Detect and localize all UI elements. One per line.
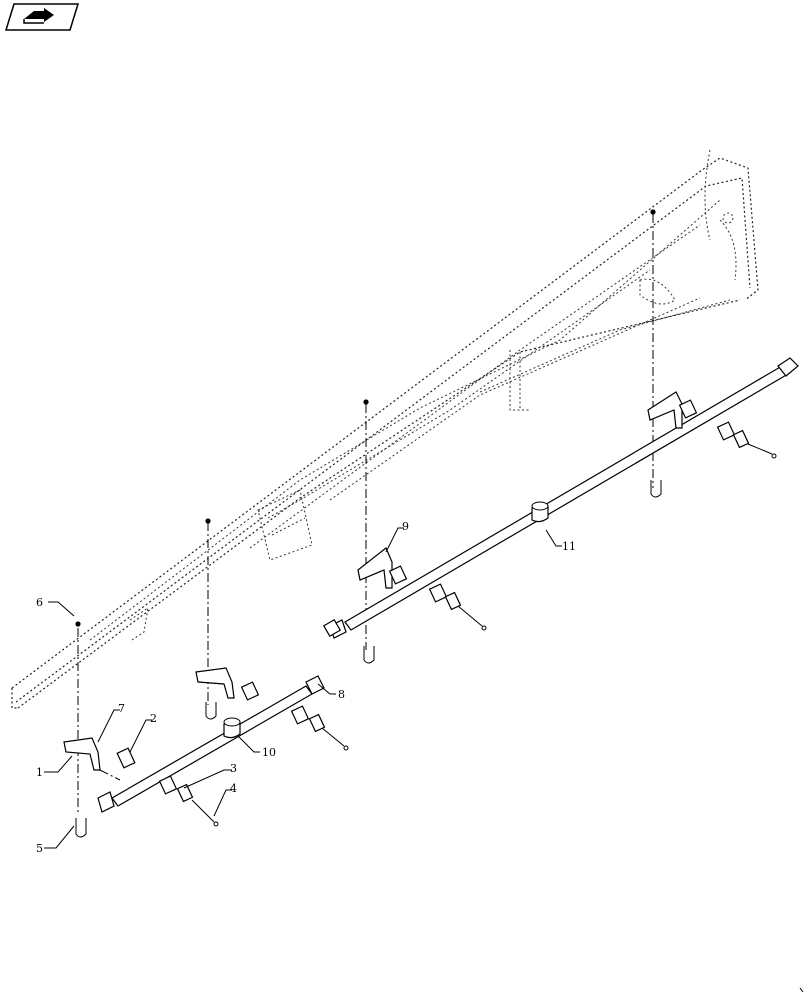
spray-pipe-upper — [322, 357, 799, 639]
callout-5: 5 — [36, 842, 43, 855]
callout-leaders — [44, 527, 562, 849]
u-bolt-parts — [75, 480, 662, 838]
callout-4: 4 — [230, 782, 237, 795]
callout-labels: 1 2 3 4 5 6 7 8 9 10 11 — [36, 520, 576, 855]
back-arrow-icon — [23, 8, 54, 24]
callout-10: 10 — [262, 746, 276, 759]
callout-11: 11 — [562, 540, 576, 553]
callout-9: 9 — [402, 520, 409, 533]
nav-button[interactable] — [4, 3, 80, 31]
bolt-parts — [191, 443, 777, 827]
corner-mark — [799, 987, 804, 993]
callout-7: 7 — [118, 702, 125, 715]
nut-markers — [75, 209, 656, 627]
callout-3: 3 — [230, 762, 237, 775]
callout-8: 8 — [338, 688, 345, 701]
callout-6: 6 — [36, 596, 43, 609]
clamp-parts — [116, 399, 750, 803]
boom-frame — [11, 149, 759, 709]
callout-2: 2 — [150, 712, 157, 725]
spray-pipe-lower — [97, 675, 325, 813]
callout-1: 1 — [36, 766, 43, 779]
center-lines — [77, 214, 654, 815]
